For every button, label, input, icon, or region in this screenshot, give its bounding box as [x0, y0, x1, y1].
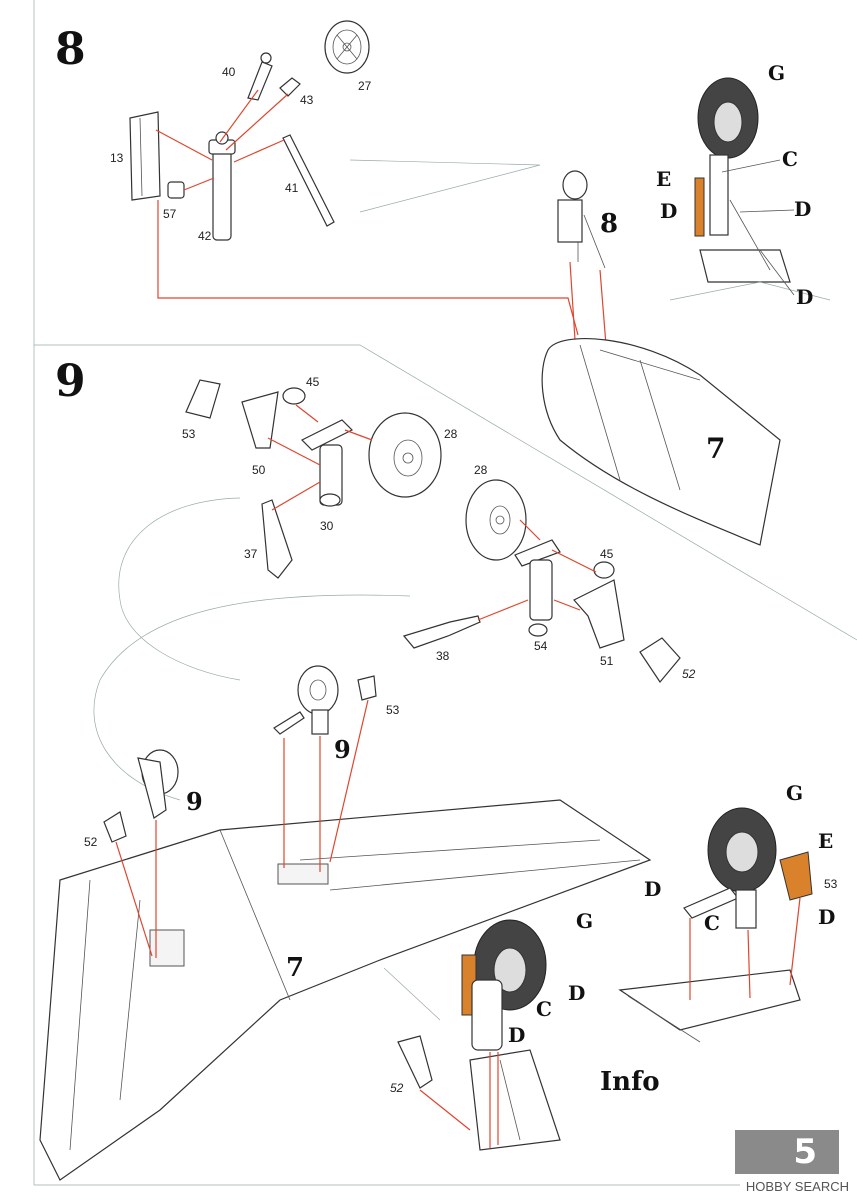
main-gear-right-arrows: [689, 897, 801, 1000]
colour-callout-d7: D: [508, 1023, 525, 1047]
colour-callout-g2: G: [786, 781, 803, 805]
part-28-wheel-a: [368, 412, 442, 498]
part-52-door-a: [639, 637, 681, 684]
step-9-number: 9: [55, 356, 86, 407]
part-43-link: [279, 77, 301, 97]
wing-label-7: 7: [286, 953, 304, 983]
page-number-tab: 5: [735, 1130, 839, 1174]
part-53-door-a: [185, 379, 221, 419]
part-52-label-c: 52: [390, 1081, 404, 1095]
subview-8-gear: [557, 170, 606, 269]
part-52-door-b: [103, 811, 127, 843]
guide-line-lower: [383, 967, 441, 1021]
page-number: 5: [793, 1132, 817, 1172]
part-43-label: 43: [300, 93, 314, 107]
colour-callout-e2: E: [818, 829, 833, 853]
part-54-strut: [514, 539, 561, 637]
subview-8-arrows: [569, 261, 607, 346]
part-42-label: 42: [198, 229, 212, 243]
part-13-label: 13: [110, 151, 124, 165]
step-9-divider: [34, 344, 857, 641]
guide-arcs: [93, 497, 411, 801]
main-gear-center-arrows: [419, 1052, 499, 1148]
fuselage-label-upper: 7: [706, 432, 725, 465]
part-51-cover: [573, 579, 625, 649]
part-45-label-b: 45: [600, 547, 614, 561]
part-53-label-c: 53: [824, 877, 838, 891]
colour-callout-d5: D: [818, 905, 835, 929]
nose-gear-colour-detail: [669, 77, 831, 301]
part-40-bracket: [247, 52, 273, 101]
colour-callout-leaders-1: [721, 159, 795, 296]
part-53-label-a: 53: [182, 427, 196, 441]
part-45-cap-b: [593, 561, 615, 579]
main-gear-colour-detail-center: [461, 919, 561, 1151]
colour-callout-d2: D: [794, 197, 811, 221]
colour-callout-c1: C: [782, 147, 798, 171]
fuselage-view-upper: [541, 337, 781, 546]
subview-9b-arrows: [115, 820, 157, 958]
part-30-label: 30: [320, 519, 334, 533]
part-52-label-b: 52: [84, 835, 98, 849]
part-40-label: 40: [222, 65, 236, 79]
subview-9a-arrows: [283, 699, 369, 872]
colour-callout-d1: D: [660, 199, 677, 223]
part-53-label-b: 53: [386, 703, 400, 717]
part-27-wheel: [324, 20, 370, 74]
part-54-label: 54: [534, 639, 548, 653]
part-41-retract-arm: [282, 134, 335, 227]
colour-callout-d3: D: [796, 285, 813, 309]
part-27-label: 27: [358, 79, 372, 93]
part-57-pin: [167, 181, 185, 199]
part-28-label-b: 28: [474, 463, 488, 477]
part-52-label-a: 52: [682, 667, 696, 681]
part-51-label: 51: [600, 654, 614, 668]
subview-9b-gear: [137, 749, 179, 819]
subview-8-label: 8: [600, 209, 618, 239]
part-38-label: 38: [436, 649, 450, 663]
part-42-strut: [208, 131, 236, 241]
part-13-door: [129, 111, 161, 201]
colour-callout-c2: C: [704, 911, 720, 935]
colour-callout-g3: G: [576, 909, 593, 933]
step-9-arrows-a: [267, 404, 373, 511]
part-45-label-a: 45: [306, 375, 320, 389]
part-28-wheel-b: [465, 479, 527, 561]
part-38-link: [402, 615, 481, 649]
main-gear-colour-detail-right: [618, 807, 813, 1043]
subview-9a-gear: [273, 665, 339, 735]
part-52-door-c: [397, 1035, 433, 1089]
part-57-label: 57: [163, 207, 177, 221]
watermark: HOBBY SEARCH: [745, 1179, 849, 1194]
colour-callout-c3: C: [536, 997, 552, 1021]
part-45-cap-a: [282, 387, 306, 405]
colour-callout-g1: G: [768, 61, 785, 85]
colour-callout-e1: E: [656, 167, 671, 191]
part-37-link: [261, 499, 293, 579]
wing-lower-view: [39, 799, 652, 1181]
part-37-label: 37: [244, 547, 258, 561]
subview-9b-label: 9: [186, 787, 203, 816]
step-8-number: 8: [55, 24, 86, 75]
step-9-arrows-b: [477, 519, 597, 621]
part-30-strut: [300, 419, 354, 507]
part-50-cover: [241, 391, 279, 449]
guide-lines-step-8: [349, 159, 541, 213]
colour-callout-d6: D: [568, 981, 585, 1005]
part-50-label: 50: [252, 463, 266, 477]
info-label: Info: [600, 1067, 660, 1097]
subview-9a-label: 9: [334, 735, 351, 764]
part-53-door-b: [357, 675, 377, 701]
part-28-label-a: 28: [444, 427, 458, 441]
part-41-label: 41: [285, 181, 299, 195]
colour-callout-d4: D: [644, 877, 661, 901]
